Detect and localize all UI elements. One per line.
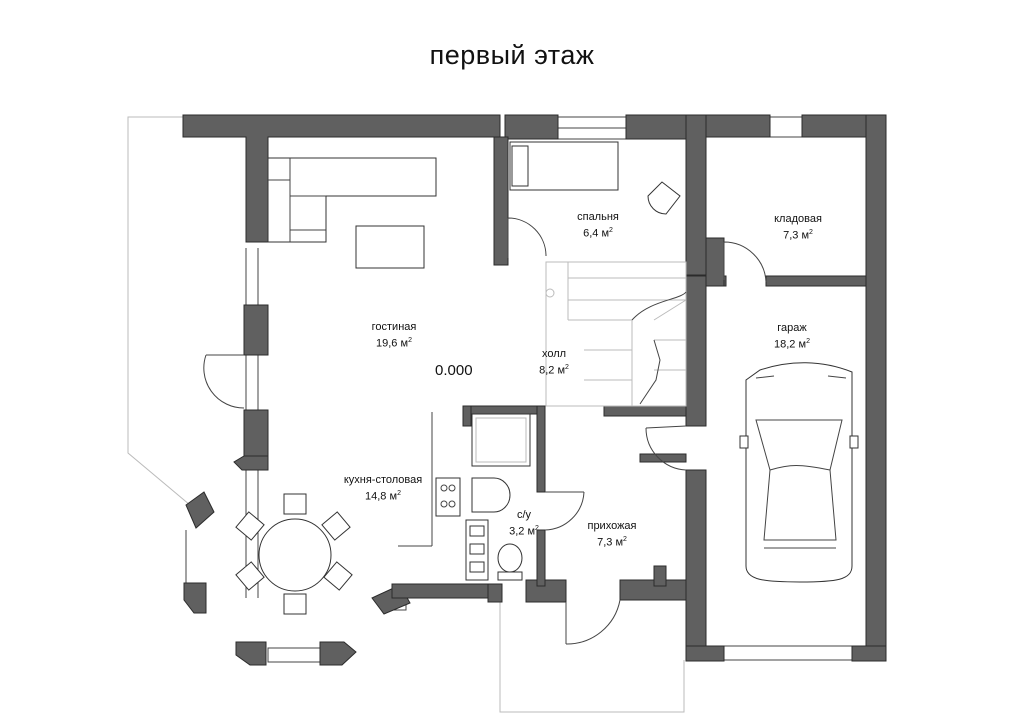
room-wc: с/у 3,2 м2 <box>496 508 552 539</box>
room-bedroom: спальня 6,4 м2 <box>548 210 648 241</box>
terrace-outline <box>127 116 685 713</box>
doors <box>203 217 767 645</box>
room-storage-name: кладовая <box>774 213 822 225</box>
room-bedroom-area: 6,4 <box>583 227 599 240</box>
room-kitchen-area: 14,8 <box>365 490 387 503</box>
room-hall-name: холл <box>541 348 567 360</box>
walls <box>182 114 887 666</box>
room-storage-area: 7,3 <box>783 229 799 242</box>
bedroom-furniture <box>509 141 681 215</box>
stairs <box>545 261 687 407</box>
kitchen-fixtures <box>398 412 461 547</box>
room-living-area: 19,6 <box>376 337 398 350</box>
room-entry-name: прихожая <box>587 520 637 532</box>
car <box>739 362 859 583</box>
room-kitchen: кухня-столовая 14,8 м2 <box>328 473 438 504</box>
dining-set <box>235 493 353 615</box>
wc-fixtures <box>465 413 531 581</box>
room-storage: кладовая 7,3 м2 <box>748 212 848 243</box>
level-mark: 0.000 <box>435 362 473 379</box>
room-garage: гараж 18,2 м2 <box>742 321 842 352</box>
living-furniture <box>267 157 437 269</box>
room-garage-area: 18,2 <box>774 338 796 351</box>
room-bedroom-name: спальня <box>577 211 619 223</box>
room-entry-area: 7,3 <box>597 536 613 549</box>
room-wc-area: 3,2 <box>509 525 525 538</box>
room-living-name: гостиная <box>371 321 417 333</box>
room-garage-name: гараж <box>777 322 807 334</box>
room-entry: прихожая 7,3 м2 <box>562 519 662 550</box>
plan-title: первый этаж <box>429 40 595 70</box>
room-kitchen-name: кухня-столовая <box>343 474 423 486</box>
room-wc-name: с/у <box>516 509 532 521</box>
room-living: гостиная 19,6 м2 <box>344 320 444 351</box>
room-hall-area: 8,2 <box>539 364 555 377</box>
room-hall: холл 8,2 м2 <box>504 347 604 378</box>
